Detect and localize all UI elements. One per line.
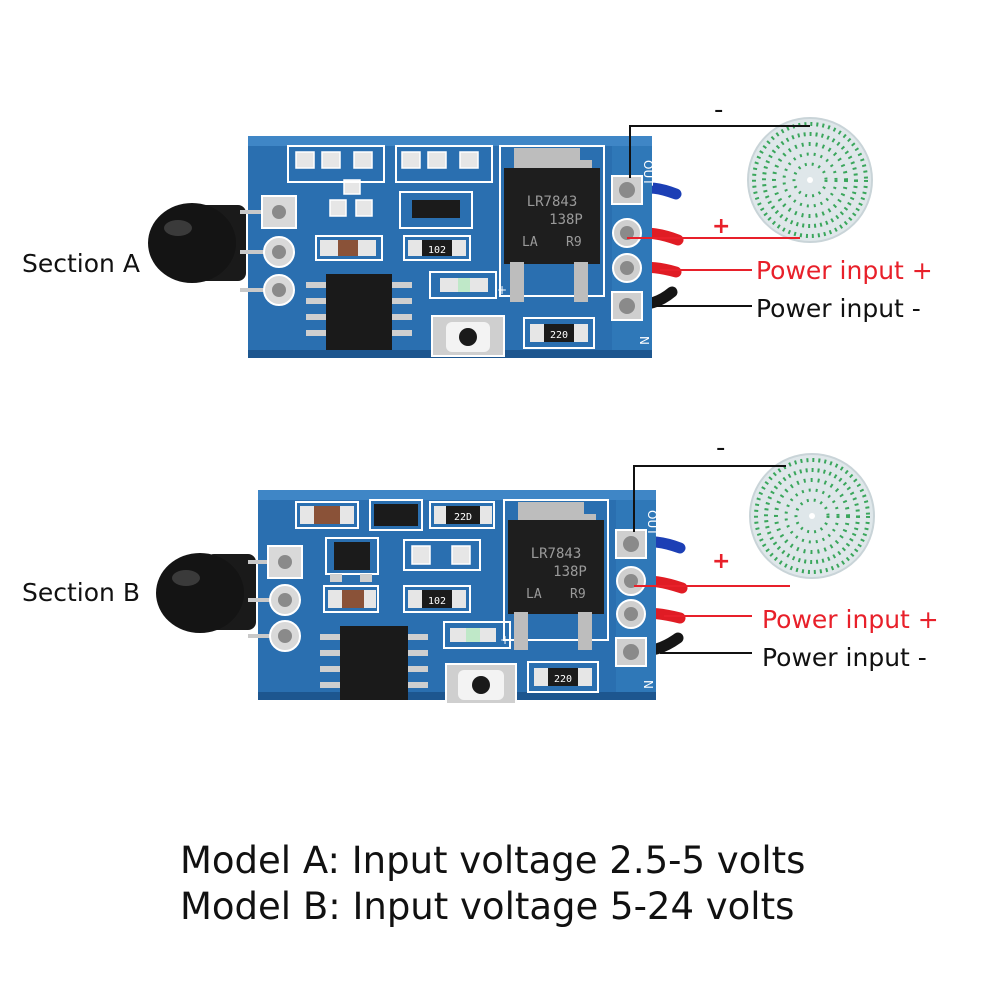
caption-model-a: Model A: Input voltage 2.5-5 volts	[180, 839, 806, 882]
connection-lines-a	[627, 125, 810, 307]
header-pins-a: OUT N	[611, 160, 655, 345]
silkscreen-b	[295, 499, 609, 693]
regulator-text-2-a: 138P	[549, 212, 583, 228]
silkscreen-a	[287, 145, 605, 349]
smd-pads-top-a	[295, 151, 479, 217]
power-input-plus-b: Power input +	[762, 605, 939, 634]
tact-button-b	[445, 663, 517, 705]
regulator-text-1-a: LR7843	[527, 194, 578, 210]
regulator-text-4-a: R9	[566, 235, 582, 250]
resistor-102-label-b: 102	[428, 596, 446, 607]
ic-chip-a	[306, 274, 412, 350]
diode-b	[374, 504, 418, 526]
power-input-minus-a: Power input -	[756, 294, 921, 323]
resistor-brown-b	[328, 590, 376, 608]
section-a: 102 220 + LR7843 138P	[22, 95, 933, 358]
connection-lines-b	[633, 465, 790, 654]
flame-sensor-a	[148, 203, 246, 283]
led-disc-b	[749, 453, 875, 579]
led-disc-a	[747, 117, 873, 243]
pin-n-label-b: N	[641, 680, 655, 689]
smd-pads-b	[411, 545, 471, 565]
pin-n-label-a: N	[637, 336, 651, 345]
section-b-label: Section B	[22, 578, 140, 607]
resistor-220-label-a: 220	[550, 330, 568, 341]
resistor-220-label-b: 220	[554, 674, 572, 685]
led-b: +	[450, 628, 510, 647]
sensor-pads-b	[248, 545, 303, 652]
pcb-edge-a	[248, 136, 652, 146]
voltage-regulator-b: LR7843 138P LA R9	[508, 502, 604, 650]
regulator-text-3-a: LA	[522, 235, 538, 250]
resistor-brown-a	[320, 240, 376, 256]
regulator-text-2-b: 138P	[553, 564, 587, 580]
section-b: 22D 102 + 220	[22, 433, 939, 705]
caption-model-b: Model B: Input voltage 5-24 volts	[180, 885, 795, 928]
resistor-102-b: 102	[408, 590, 466, 608]
led-a: +	[440, 278, 507, 297]
header-pins-b: OUT N	[615, 510, 659, 689]
ic-chip-b	[320, 626, 428, 700]
pin-out-label-a: OUT	[641, 160, 655, 186]
resistor-102-a: 102	[408, 240, 466, 256]
pcb-edge-b	[258, 490, 656, 500]
resistor-102-label-a: 102	[428, 245, 446, 256]
regulator-text-4-b: R9	[570, 587, 586, 602]
power-input-minus-b: Power input -	[762, 643, 927, 672]
regulator-text-3-b: LA	[526, 587, 542, 602]
flame-sensor-b	[156, 553, 256, 633]
plus-mark-b: +	[500, 633, 510, 647]
resistor-top-left-b	[300, 506, 354, 524]
pin-out-label-b: OUT	[645, 510, 659, 536]
transistor-b	[330, 542, 372, 582]
plus-label-b: +	[712, 549, 730, 574]
plus-label-a: +	[712, 214, 730, 239]
section-a-label: Section A	[22, 249, 140, 278]
regulator-text-1-b: LR7843	[531, 546, 582, 562]
tact-button-a	[431, 315, 505, 357]
resistor-220-a: 220	[530, 324, 588, 342]
transistor-a	[412, 200, 460, 218]
sensor-pads-a	[240, 195, 297, 306]
model-voltage-caption: Model A: Input voltage 2.5-5 volts Model…	[180, 838, 980, 930]
voltage-regulator-a: LR7843 138P LA R9	[504, 148, 600, 302]
resistor-22d-b: 22D	[434, 506, 492, 524]
minus-label-b: -	[716, 433, 725, 463]
power-input-plus-a: Power input +	[756, 256, 933, 285]
plus-mark-a: +	[497, 283, 507, 297]
resistor-22d-label-b: 22D	[454, 512, 472, 523]
minus-label-a: -	[714, 95, 723, 125]
resistor-220-b: 220	[534, 668, 592, 686]
